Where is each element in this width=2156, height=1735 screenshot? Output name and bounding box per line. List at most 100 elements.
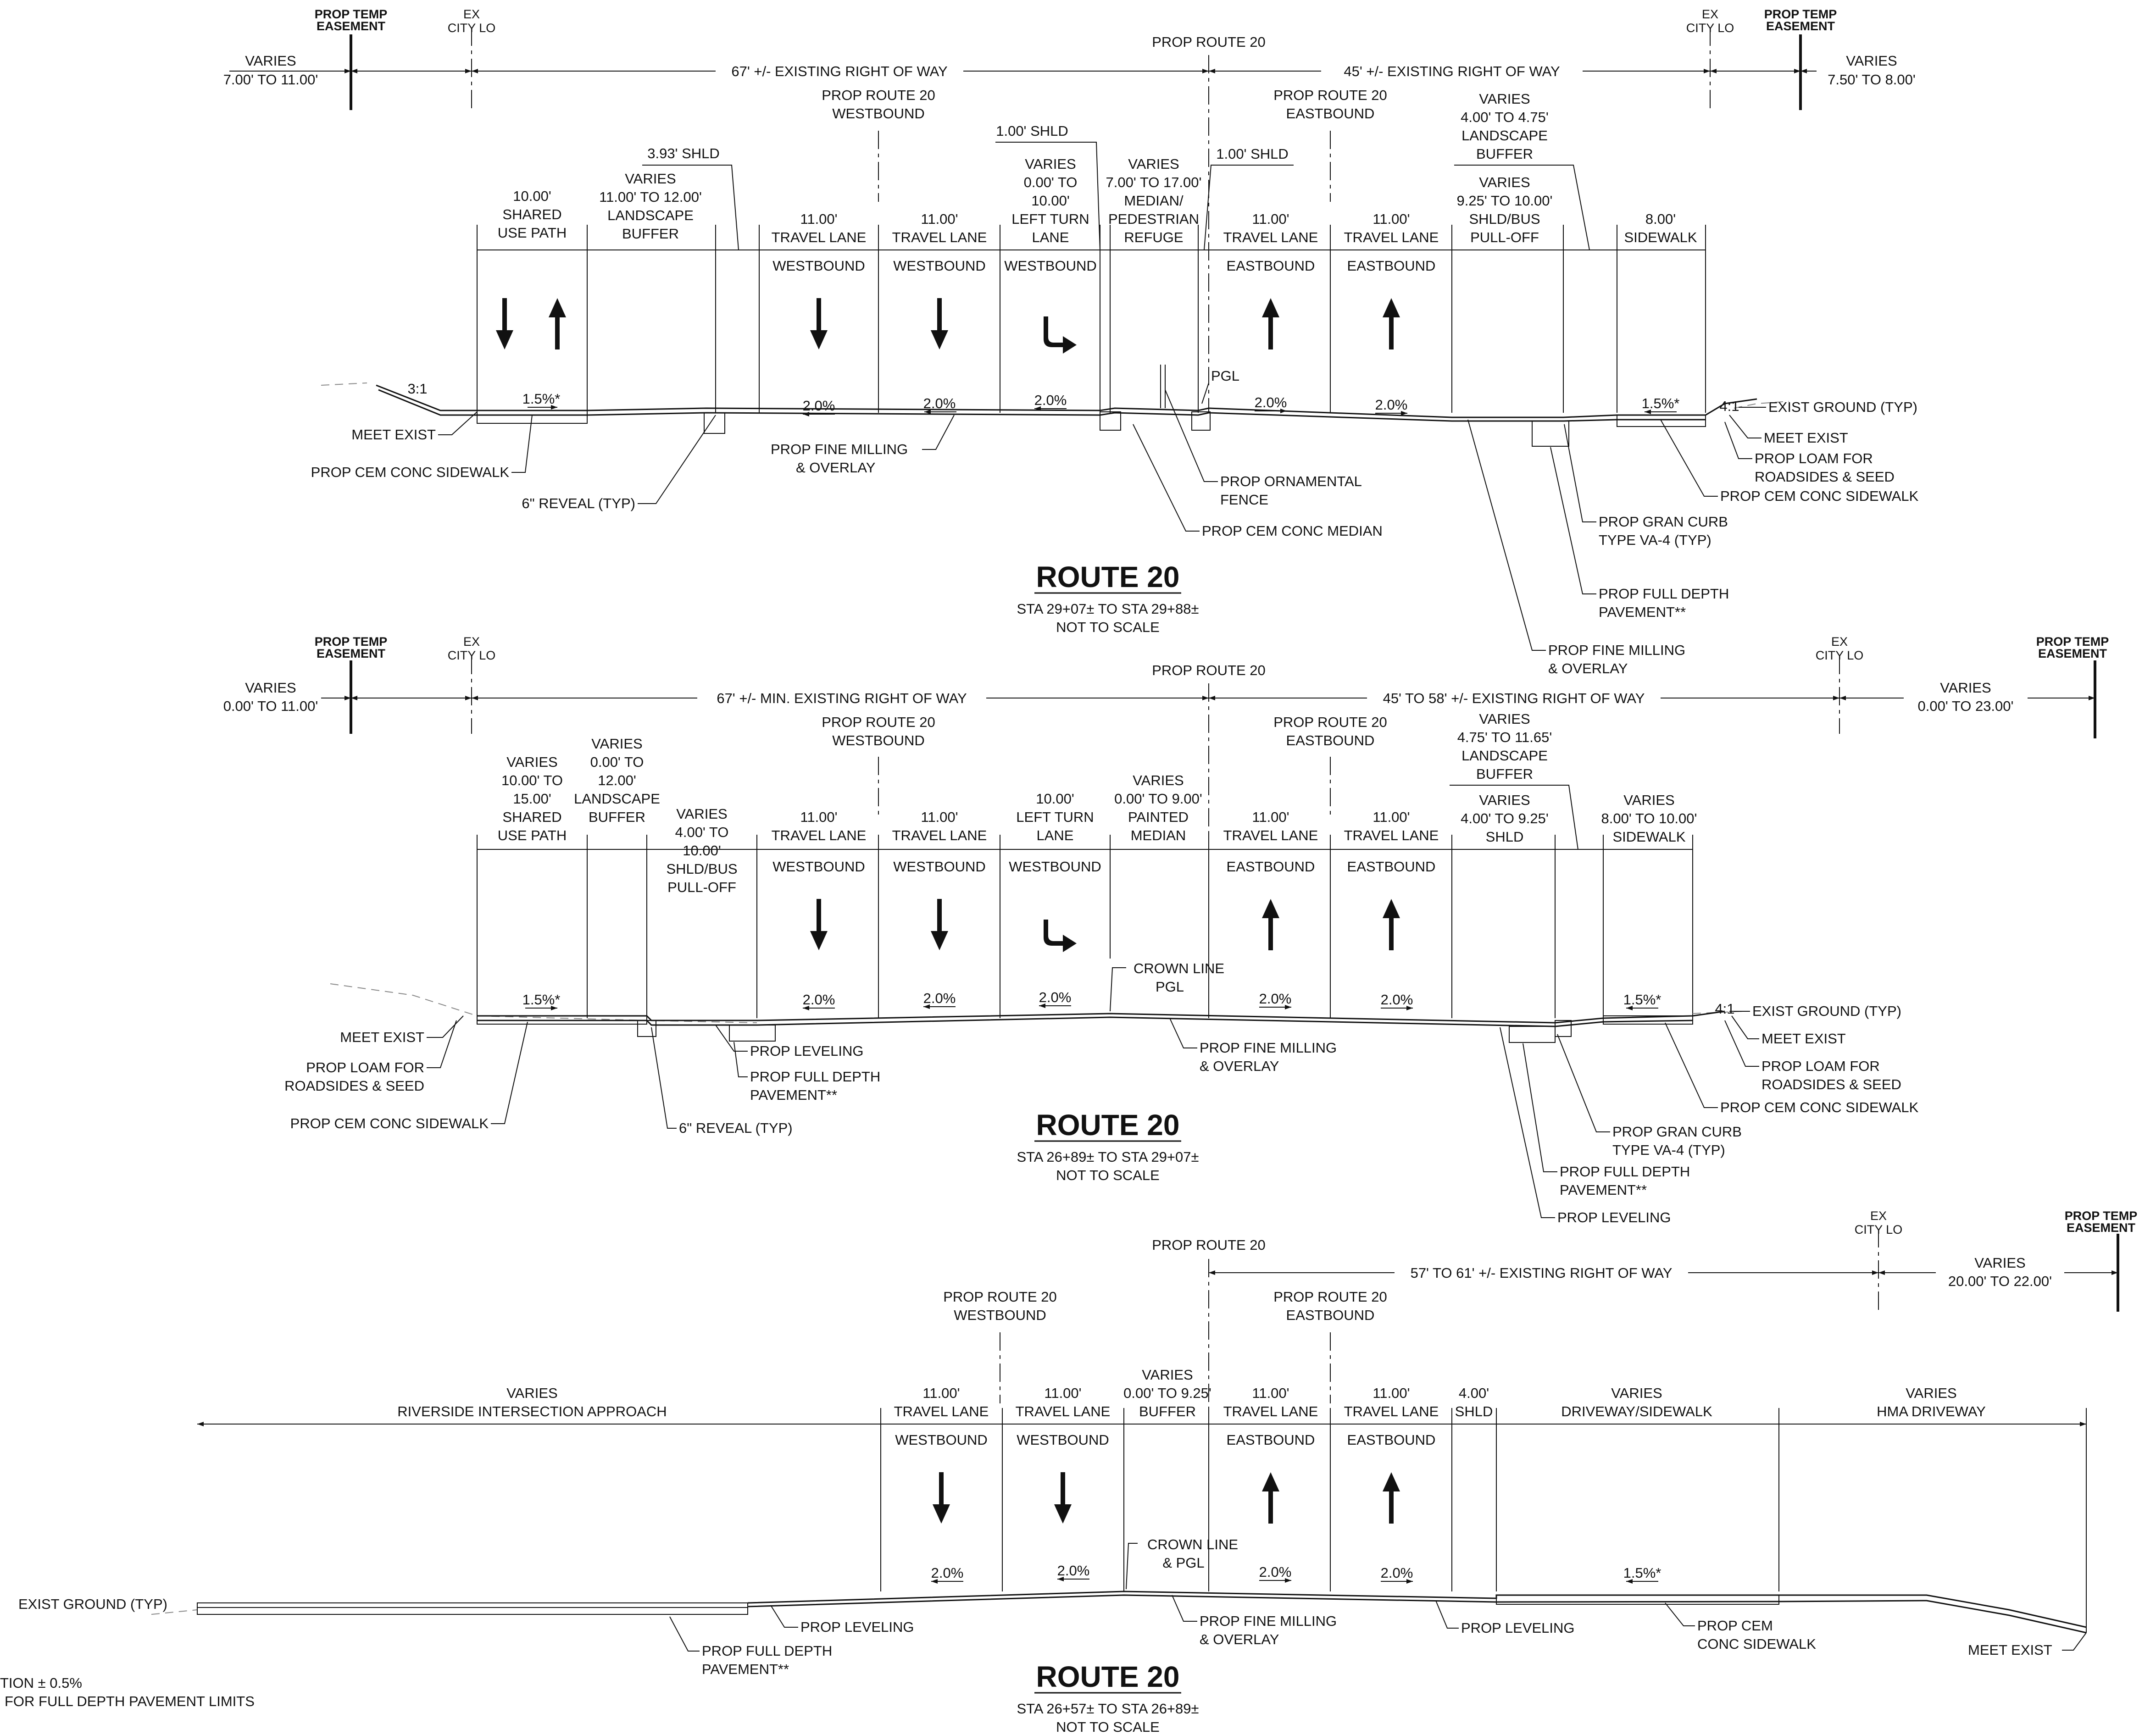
s2-varies-right-1: VARIES: [1940, 680, 1991, 696]
s1-median-5: REFUGE: [1124, 229, 1183, 245]
s1-median-2: 7.00' TO 17.00': [1106, 174, 1202, 190]
s2-slope-2-c: 2.0%: [1039, 989, 1072, 1005]
s1-pgl: PGL: [1211, 368, 1239, 384]
s1-wb-header-2: WESTBOUND: [832, 105, 925, 122]
s1-prop-temp-right: PROP TEMP: [1764, 7, 1837, 21]
s3-slope-2-c: 2.0%: [1259, 1564, 1292, 1580]
s1-direction-arrows: [496, 298, 1400, 354]
s1-shared-use-3: USE PATH: [498, 225, 567, 241]
s2-median-3: PAINTED: [1128, 809, 1189, 825]
s1-fine-milling-2: & OVERLAY: [796, 460, 875, 476]
s2-gran-curb-1: PROP GRAN CURB: [1612, 1124, 1742, 1140]
s2-wb-header-2: WESTBOUND: [832, 732, 925, 748]
s2-landscape-3: 12.00': [598, 772, 636, 788]
s1-fence-1: PROP ORNAMENTAL: [1220, 473, 1362, 489]
s1-landscape-r-2: 4.00' TO 4.75': [1461, 109, 1549, 125]
s3-slope-15: 1.5%*: [1623, 1565, 1661, 1581]
arrow-down-icon: [496, 298, 513, 349]
left-turn-arrow-icon: [1044, 316, 1077, 354]
s2-shld-bus-4: SHLD/BUS: [666, 861, 737, 877]
s2-cem-sidewalk-r: PROP CEM CONC SIDEWALK: [1720, 1099, 1919, 1115]
s2-gran-curb-2: TYPE VA-4 (TYP): [1612, 1142, 1725, 1158]
s1-eb-1: EASTBOUND: [1227, 258, 1315, 274]
section-1: PROP TEMP EASEMENT EX CITY LO EX CITY LO…: [223, 7, 1919, 676]
s1-travel-lane-4: TRAVEL LANE: [1344, 229, 1439, 245]
s2-full-depth-r-2: PAVEMENT**: [1560, 1182, 1647, 1198]
s1-slope-41: 4:1: [1719, 398, 1739, 414]
s1-shld-bus-2: 9.25' TO 10.00': [1457, 193, 1553, 209]
s2-loam-l-2: ROADSIDES & SEED: [284, 1078, 424, 1094]
s2-landscape-r-3: LANDSCAPE: [1461, 748, 1548, 764]
s1-shared-use-1: 10.00': [513, 188, 551, 204]
s3-wb-2: WESTBOUND: [1017, 1432, 1109, 1448]
s2-direction-arrows: [810, 899, 1400, 952]
s1-nts: NOT TO SCALE: [1056, 619, 1160, 635]
s1-slope-2-a: 2.0%: [803, 398, 835, 414]
s2-median-4: MEDIAN: [1131, 827, 1186, 843]
s1-eb-header-1: PROP ROUTE 20: [1273, 87, 1387, 103]
s3-varies-right-1: VARIES: [1974, 1255, 2025, 1271]
s2-travel-11-3: 11.00': [1252, 809, 1289, 825]
s2-landscape-1: VARIES: [591, 736, 642, 752]
s1-meet-exist-r: MEET EXIST: [1764, 430, 1848, 446]
s2-prop-route-20: PROP ROUTE 20: [1152, 662, 1266, 678]
s3-direction-arrows: [933, 1472, 1400, 1524]
s3-travel-lane-3: TRAVEL LANE: [1223, 1403, 1318, 1419]
s3-ex-right: EX: [1870, 1209, 1887, 1223]
s2-loam-r-1: PROP LOAM FOR: [1761, 1058, 1880, 1074]
s2-ex-right: EX: [1831, 635, 1848, 649]
s2-landscape-5: BUFFER: [589, 809, 645, 825]
s1-landscape-4: BUFFER: [622, 226, 679, 242]
s3-leveling-l: PROP LEVELING: [800, 1619, 914, 1635]
s2-shld-r-3: SHLD: [1486, 829, 1524, 845]
s1-left-turn-5: LANE: [1032, 229, 1069, 245]
arrow-down-icon: [1054, 1472, 1072, 1524]
s1-travel-lane-1: TRAVEL LANE: [772, 229, 867, 245]
s3-exist-ground: EXIST GROUND (TYP): [18, 1596, 167, 1612]
s3-buffer-1: VARIES: [1142, 1367, 1193, 1383]
s2-fine-milling-1: PROP FINE MILLING: [1200, 1040, 1337, 1056]
s3-nts: NOT TO SCALE: [1056, 1719, 1160, 1735]
s2-travel-lane-4: TRAVEL LANE: [1344, 827, 1439, 843]
s1-prop-temp-easement-left: PROP TEMP: [315, 7, 388, 21]
s3-slope-2-a: 2.0%: [931, 1565, 964, 1581]
s3-driveway-1: VARIES: [1611, 1385, 1662, 1401]
s3-station: STA 26+57± TO STA 26+89±: [1017, 1701, 1199, 1717]
s1-landscape-r-1: VARIES: [1479, 91, 1530, 107]
s1-varies-left-2: 7.00' TO 11.00': [223, 72, 318, 88]
s3-driveway-2: DRIVEWAY/SIDEWALK: [1561, 1403, 1712, 1419]
s2-slope-41: 4:1: [1715, 1001, 1734, 1017]
s1-wb-header-1: PROP ROUTE 20: [822, 87, 935, 103]
s1-landscape-3: LANDSCAPE: [607, 207, 694, 223]
s1-slope-15-r: 1.5%*: [1642, 395, 1680, 411]
s2-varies-right-2: 0.00' TO 23.00': [1918, 698, 2014, 714]
s1-gran-curb-1: PROP GRAN CURB: [1599, 514, 1728, 530]
s1-landscape-r-4: BUFFER: [1476, 146, 1533, 162]
s2-wb-header-1: PROP ROUTE 20: [822, 714, 935, 730]
s2-city-lo-right: CITY LO: [1816, 649, 1864, 662]
left-turn-arrow-icon: [1044, 920, 1077, 952]
s1-gran-curb-2: TYPE VA-4 (TYP): [1599, 532, 1711, 548]
s3-hma-2: HMA DRIVEWAY: [1877, 1403, 1986, 1419]
section-3: PROP ROUTE 20 EX CITY LO PROP TEMP EASEM…: [18, 1209, 2137, 1735]
s1-sidewalk-2: SIDEWALK: [1624, 229, 1697, 245]
s3-shld-1: 4.00': [1459, 1385, 1489, 1401]
s1-shld-bus-1: VARIES: [1479, 174, 1530, 190]
s1-reveal: 6" REVEAL (TYP): [522, 495, 635, 511]
s2-loam-l-1: PROP LOAM FOR: [306, 1059, 424, 1075]
s2-shared-use-2: 10.00' TO: [501, 772, 563, 788]
s2-left-turn-3: LANE: [1037, 827, 1074, 843]
s1-cem-sidewalk-r: PROP CEM CONC SIDEWALK: [1720, 488, 1919, 504]
s2-cem-sidewalk-l: PROP CEM CONC SIDEWALK: [290, 1115, 489, 1131]
s2-fine-milling-2: & OVERLAY: [1200, 1058, 1279, 1074]
s2-travel-lane-2: TRAVEL LANE: [892, 827, 987, 843]
note-1: TION ± 0.5%: [0, 1675, 82, 1691]
s3-travel-11-1: 11.00': [922, 1385, 960, 1401]
s1-fine-milling-r-2: & OVERLAY: [1548, 660, 1628, 676]
s3-wb-header-1: PROP ROUTE 20: [943, 1289, 1057, 1305]
section-2: PROP TEMP EASEMENT EX CITY LO EX CITY LO…: [223, 635, 2109, 1225]
s1-fine-milling-r-1: PROP FINE MILLING: [1548, 642, 1685, 658]
s1-easement-word-left: EASEMENT: [317, 19, 386, 33]
s1-station: STA 29+07± TO STA 29+88±: [1017, 601, 1199, 617]
s3-travel-lane-1: TRAVEL LANE: [894, 1403, 989, 1419]
